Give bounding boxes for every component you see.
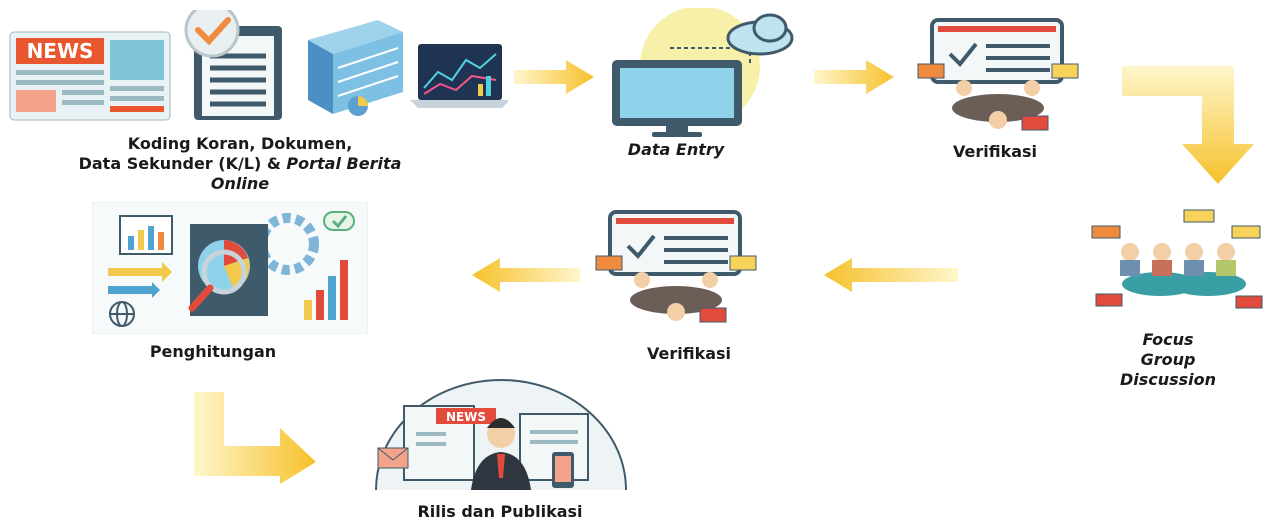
document-icon (184, 10, 282, 120)
flow-arrow-right-2 (814, 58, 896, 96)
penghitungan-illustration (92, 202, 368, 334)
checklist-board-icon (608, 210, 742, 276)
server-icon (308, 20, 403, 116)
rilis-illustration: NEWS (356, 378, 646, 498)
penghitungan-label: Penghitungan (149, 342, 277, 361)
fgd-label: Focus Group Discussion (1119, 330, 1217, 389)
flow-arrow-right-1 (514, 58, 596, 96)
bar-chart-icon (119, 215, 173, 255)
team-meeting-icon (595, 255, 757, 323)
verifikasi-1-illustration (916, 16, 1082, 132)
arrows-icon (108, 262, 172, 298)
verifikasi-2-label: Verifikasi (646, 344, 732, 363)
data-entry-label: Data Entry (627, 140, 725, 159)
group-discussion-icon (1091, 209, 1263, 309)
news-badge: NEWS (446, 410, 486, 424)
laptop-chart-icon (410, 44, 508, 108)
growth-bars-icon (304, 211, 355, 320)
flow-arrow-corner-right (194, 392, 318, 488)
flow-arrow-corner-down (1122, 66, 1262, 188)
checklist-board-icon (930, 18, 1064, 84)
person-icon (471, 418, 531, 490)
phone-icon (552, 452, 574, 488)
cloud-icon (726, 13, 794, 56)
verifikasi-2-illustration (594, 208, 760, 324)
koding-illustration: NEWS (8, 10, 508, 122)
data-entry-illustration (600, 8, 810, 138)
newspaper-icon: NEWS (9, 31, 171, 121)
rilis-label: Rilis dan Publikasi (417, 502, 583, 521)
magnifier-pie-icon (188, 224, 268, 316)
envelope-icon (377, 447, 409, 469)
news-badge: NEWS (27, 39, 94, 63)
fgd-illustration (1090, 206, 1266, 314)
flow-arrow-left-1 (822, 256, 960, 294)
globe-icon (109, 301, 135, 327)
verifikasi-1-label: Verifikasi (952, 142, 1038, 161)
monitor-icon (612, 60, 742, 137)
team-meeting-icon (917, 63, 1079, 131)
koding-label: Koding Koran, Dokumen, Data Sekunder (K/… (78, 134, 402, 193)
flow-arrow-left-2 (470, 256, 582, 294)
